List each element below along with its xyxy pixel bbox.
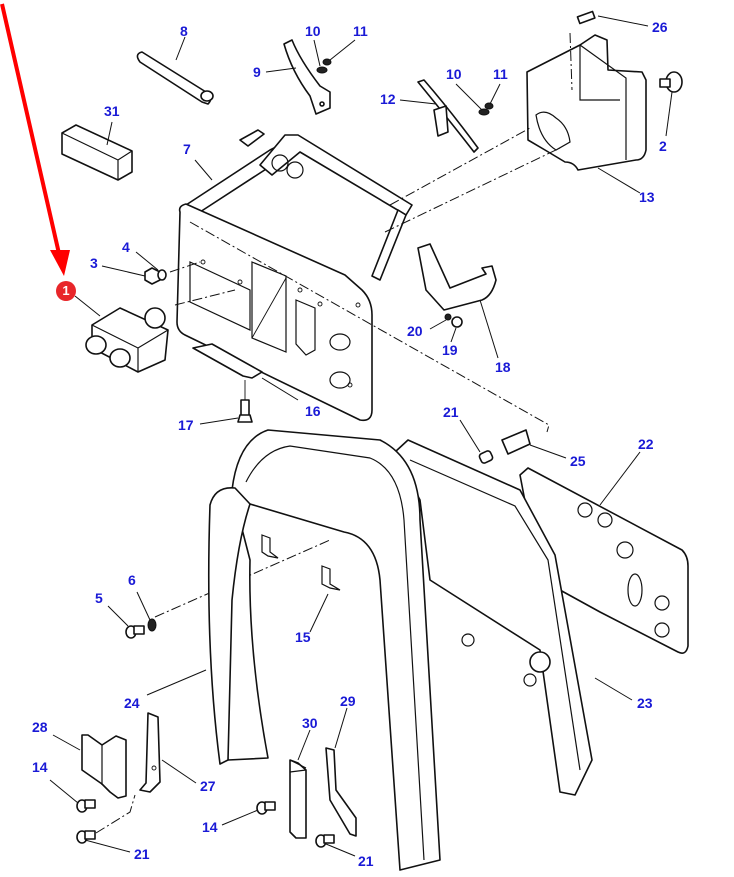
callout-22[interactable]: 22 <box>638 436 654 452</box>
part-3-4-nut-washer <box>101 251 167 285</box>
callout-4[interactable]: 4 <box>122 239 130 255</box>
part-5-bolt <box>107 605 145 639</box>
part-23-plate <box>394 439 633 796</box>
callout-20[interactable]: 20 <box>407 323 423 339</box>
callout-6[interactable]: 6 <box>128 572 136 588</box>
part-14-bolt-a <box>49 779 96 813</box>
part-19-20-nut <box>429 313 463 343</box>
part-1-valve <box>74 295 169 373</box>
callout-16[interactable]: 16 <box>305 403 321 419</box>
callout-17[interactable]: 17 <box>178 417 194 433</box>
callout-29[interactable]: 29 <box>340 693 356 709</box>
part-10-11-nuts-b <box>455 83 501 116</box>
callout-9[interactable]: 9 <box>253 64 261 80</box>
part-24-seal <box>146 429 441 871</box>
callout-13[interactable]: 13 <box>639 189 655 205</box>
part-26-bolt <box>576 10 649 27</box>
part-7-frame <box>185 129 413 281</box>
part-2-plug <box>659 71 683 137</box>
part-21-bolt-b <box>76 794 136 853</box>
callout-11[interactable]: 11 <box>493 66 508 82</box>
callout-10[interactable]: 10 <box>305 23 321 39</box>
callout-8[interactable]: 8 <box>180 23 188 39</box>
part-12-bracket <box>399 79 479 153</box>
part-22-gasket <box>519 451 689 654</box>
part-13-housing <box>526 34 647 194</box>
callout-14[interactable]: 14 <box>202 819 218 835</box>
part-27-plate <box>139 712 197 793</box>
callout-14[interactable]: 14 <box>32 759 48 775</box>
part-17-bolt <box>199 380 253 425</box>
part-29-plate <box>325 707 357 837</box>
callout-21[interactable]: 21 <box>443 404 459 420</box>
callout-18[interactable]: 18 <box>495 359 511 375</box>
part-25-stud <box>501 429 567 459</box>
part-6-washer <box>136 591 157 632</box>
part-31-block <box>61 121 133 181</box>
callout-15[interactable]: 15 <box>295 629 311 645</box>
callout-10[interactable]: 10 <box>446 66 462 82</box>
part-21-spacer <box>459 419 494 464</box>
part-10-11-nuts-a <box>313 39 356 74</box>
assembly-centerlines <box>154 32 573 618</box>
callout-24[interactable]: 24 <box>124 695 140 711</box>
callout-25[interactable]: 25 <box>570 453 586 469</box>
callout-31[interactable]: 31 <box>104 103 120 119</box>
part-21-bolt-c <box>315 834 356 857</box>
part-9-lever <box>265 39 331 115</box>
highlight-arrow <box>0 3 70 276</box>
callout-3[interactable]: 3 <box>90 255 98 271</box>
part-28-bracket <box>52 734 127 799</box>
callout-23[interactable]: 23 <box>637 695 653 711</box>
callout-2[interactable]: 2 <box>659 138 667 154</box>
highlight-badge[interactable]: 1 <box>56 281 76 301</box>
callout-11[interactable]: 11 <box>353 23 368 39</box>
callout-26[interactable]: 26 <box>652 19 668 35</box>
callout-5[interactable]: 5 <box>95 590 103 606</box>
callout-21[interactable]: 21 <box>358 853 374 869</box>
part-16-bracket <box>192 343 299 401</box>
callout-12[interactable]: 12 <box>380 91 396 107</box>
part-8-pin <box>136 36 214 105</box>
callout-19[interactable]: 19 <box>442 342 458 358</box>
part-18-bracket <box>417 243 499 359</box>
callout-27[interactable]: 27 <box>200 778 216 794</box>
part-14-bolt-b <box>221 801 276 826</box>
callout-7[interactable]: 7 <box>183 141 191 157</box>
callout-30[interactable]: 30 <box>302 715 318 731</box>
part-30-bracket <box>289 729 311 839</box>
main-panel <box>176 203 373 422</box>
callout-28[interactable]: 28 <box>32 719 48 735</box>
callout-21[interactable]: 21 <box>134 846 150 862</box>
